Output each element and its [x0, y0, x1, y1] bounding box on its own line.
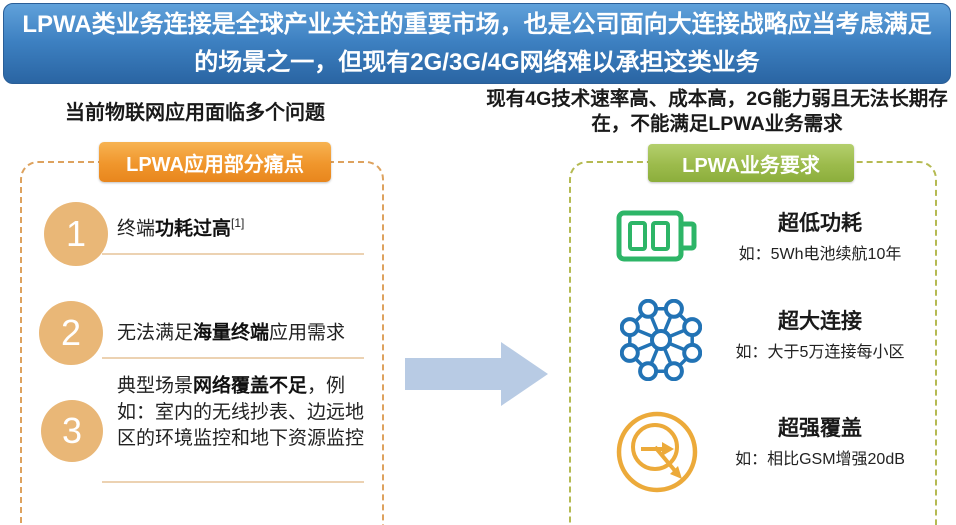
- banner-text: LPWA类业务连接是全球产业关注的重要市场，也是公司面向大连接战略应当考虑满足的…: [22, 11, 932, 76]
- pain-item-1-footnote: [1]: [231, 216, 245, 230]
- requirement-desc-3: 如：相比GSM增强20dB: [735, 451, 905, 468]
- pain-item-3-pre: 典型场景: [117, 375, 194, 397]
- requirements-badge-label: LPWA业务要求: [682, 154, 820, 177]
- requirement-title-3: 超强覆盖: [778, 417, 862, 440]
- pain-item-number-1: 1: [44, 202, 108, 266]
- left-section-heading: 当前物联网应用面临多个问题: [65, 102, 325, 124]
- pain-item-2-pre: 无法满足: [117, 322, 194, 344]
- pain-item-number-2-label: 2: [60, 312, 82, 353]
- coverage-signal-icon: [616, 411, 698, 493]
- pain-points-badge: LPWA应用部分痛点: [99, 142, 331, 182]
- divider-2: [102, 357, 364, 359]
- pain-item-text-3: 典型场景网络覆盖不足，例如：室内的无线抄表、边远地区的环境监控和地下资源监控: [117, 372, 381, 452]
- requirement-item-2: 超大连接 如：大于5万连接每小区: [698, 305, 942, 362]
- pain-item-3-bold: 网络覆盖不足: [193, 375, 308, 397]
- arrow-right-icon: [405, 342, 548, 406]
- divider-1: [102, 253, 364, 255]
- right-section-heading: 现有4G技术速率高、成本高，2G能力弱且无法长期存在，不能满足LPWA业务需求: [486, 88, 948, 135]
- pain-item-number-2: 2: [39, 301, 103, 365]
- pain-item-2-bold: 海量终端: [193, 322, 270, 344]
- pain-item-1-bold: 功耗过高: [155, 218, 232, 240]
- requirements-badge: LPWA业务要求: [648, 144, 854, 182]
- pain-item-number-3-label: 3: [61, 410, 83, 451]
- requirement-title-1: 超低功耗: [778, 212, 862, 235]
- pain-item-1-pre: 终端: [117, 218, 156, 240]
- pain-item-2-post: 应用需求: [269, 322, 346, 344]
- top-banner: LPWA类业务连接是全球产业关注的重要市场，也是公司面向大连接战略应当考虑满足的…: [3, 3, 951, 84]
- pain-points-badge-label: LPWA应用部分痛点: [126, 153, 304, 176]
- requirement-desc-1: 如：5Wh电池续航10年: [738, 246, 902, 263]
- requirement-desc-2: 如：大于5万连接每小区: [735, 344, 905, 361]
- requirement-item-1: 超低功耗 如：5Wh电池续航10年: [698, 207, 942, 264]
- requirement-title-2: 超大连接: [778, 310, 862, 333]
- pain-item-number-3: 3: [41, 400, 103, 462]
- pain-item-text-2: 无法满足海量终端应用需求: [117, 319, 379, 347]
- pain-item-number-1-label: 1: [65, 213, 87, 254]
- divider-3: [102, 481, 364, 483]
- requirement-item-3: 超强覆盖 如：相比GSM增强20dB: [698, 412, 942, 469]
- battery-icon: [616, 210, 697, 262]
- network-mesh-icon: [620, 299, 702, 381]
- pain-item-text-1: 终端功耗过高[1]: [117, 215, 379, 243]
- pain-item-3-post: ，例如：室内的无线抄表、边远地区的环境监控和地下资源监控: [117, 375, 365, 449]
